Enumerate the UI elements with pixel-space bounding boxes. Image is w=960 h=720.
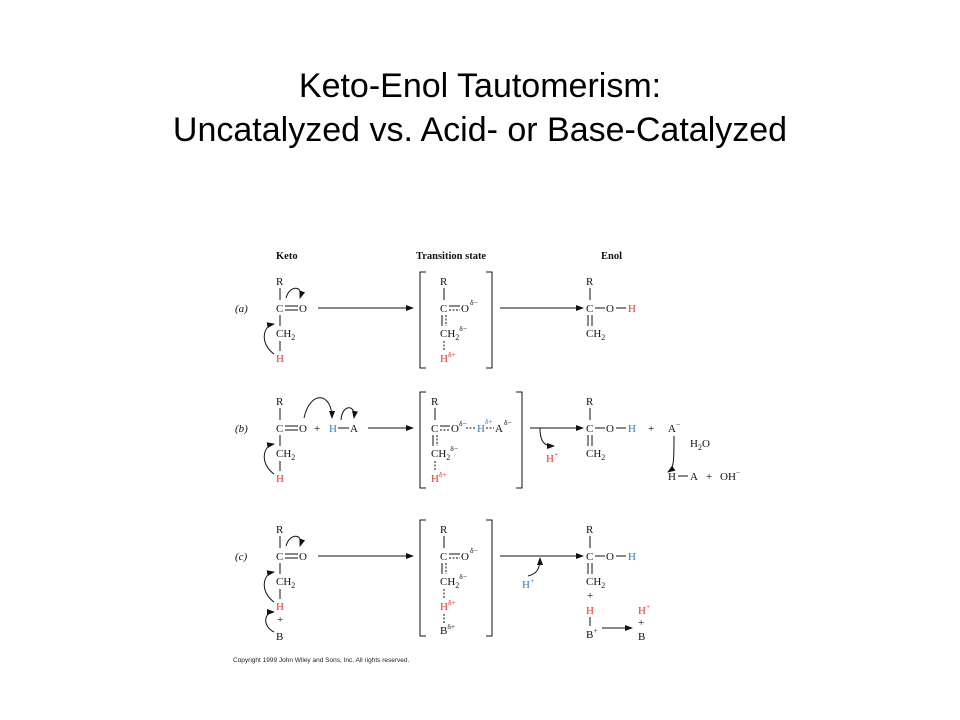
ts-c-h: Hδ+	[440, 598, 456, 613]
curved-arrow-a1	[285, 287, 306, 299]
plus-b1: +	[314, 423, 320, 435]
ts-a-c: C	[440, 303, 447, 315]
title-line-2: Uncatalyzed vs. Acid- or Base-Catalyzed	[172, 111, 788, 149]
curved-arrow-b-water	[667, 435, 676, 473]
copyright-notice: Copyright 1999 John Wiley and Sons, Inc.…	[233, 657, 410, 664]
enol-a-c: C	[586, 303, 593, 315]
ts-a-o: O	[461, 303, 469, 315]
enol-b-c: C	[586, 423, 593, 435]
regenerated-base: B	[638, 631, 645, 643]
ts-c-c: C	[440, 551, 447, 563]
ts-c-r: R	[440, 524, 448, 536]
plus-b2: +	[648, 423, 654, 435]
enol-c-r: R	[586, 524, 594, 536]
water-b: H2O	[690, 438, 710, 452]
keto-a-r: R	[276, 276, 284, 288]
ts-b-ch2: CH2δ−	[431, 444, 458, 462]
ts-a-ch2: CH2δ−	[440, 324, 467, 342]
keto-c-c: C	[276, 551, 283, 563]
keto-b-r: R	[276, 396, 284, 408]
keto-enol-mechanism-diagram: Keto Transition state Enol (a) R C O CH2…	[233, 251, 740, 664]
keto-c-r: R	[276, 524, 284, 536]
row-a-uncatalyzed: (a) R C O CH2 H R C O δ− CH2δ− Hδ+ R C	[235, 271, 636, 369]
ts-b-a: A	[495, 423, 503, 435]
enol-a-o: O	[606, 303, 614, 315]
row-label-a: (a)	[235, 303, 248, 315]
plus-b3: +	[706, 471, 712, 483]
enol-a-ch2: CH2	[586, 328, 605, 342]
row-label-b: (b)	[235, 423, 248, 435]
enol-a-h: H	[628, 303, 636, 315]
enol-c-o: O	[606, 551, 614, 563]
row-label-c: (c)	[235, 551, 248, 563]
enol-b-ch2: CH2	[586, 448, 605, 462]
keto-b-c: C	[276, 423, 283, 435]
ts-b-h-red: Hδ+	[431, 470, 447, 485]
keto-a-ch2: CH2	[276, 328, 295, 342]
curved-arrow-b3	[263, 442, 275, 475]
header-keto: Keto	[276, 251, 298, 262]
incoming-hplus-c: H+	[522, 576, 534, 591]
acid-b-a: A	[350, 423, 358, 435]
ts-c-o: O	[461, 551, 469, 563]
curved-arrow-b2	[340, 407, 358, 421]
anion-b: A−	[668, 420, 680, 435]
keto-a-c: C	[276, 303, 283, 315]
ts-a-o-delta-minus: δ−	[470, 298, 478, 307]
curved-arrow-c3	[265, 609, 275, 633]
keto-b-o: O	[299, 423, 307, 435]
released-hplus-b: H+	[546, 450, 558, 465]
ts-a-h: Hδ+	[440, 350, 456, 365]
ts-c-base: Bδ+	[440, 622, 455, 637]
keto-a-h: H	[276, 353, 284, 365]
ts-a-r: R	[440, 276, 448, 288]
regenerated-ha-h: H	[668, 471, 676, 483]
keto-c-o: O	[299, 551, 307, 563]
curved-arrow-c-hplus-in	[527, 557, 543, 577]
curved-arrow-b-hplus-out	[539, 427, 555, 449]
curved-arrow-c1	[285, 535, 306, 547]
keto-b-ch2: CH2	[276, 448, 295, 462]
enol-b-r: R	[586, 396, 594, 408]
plus-c2: +	[587, 590, 593, 602]
ts-b-h: H	[477, 423, 485, 435]
keto-c-h: H	[276, 601, 284, 613]
acid-b-h: H	[329, 423, 337, 435]
enol-c-h: H	[628, 551, 636, 563]
ts-b-c: C	[431, 423, 438, 435]
keto-b-h: H	[276, 473, 284, 485]
released-hplus-c: H+	[638, 602, 650, 617]
enol-b-o: O	[606, 423, 614, 435]
ts-c-o-delta-minus: δ−	[470, 546, 478, 555]
enol-c-c: C	[586, 551, 593, 563]
plus-c3: +	[638, 617, 644, 629]
title-line-1: Keto-Enol Tautomerism:	[298, 67, 662, 105]
ts-b-o-delta-minus: δ−	[459, 419, 467, 428]
enol-c-ch2: CH2	[586, 576, 605, 590]
enol-b-h: H	[628, 423, 636, 435]
header-enol: Enol	[601, 251, 622, 262]
protonated-base-h: H	[586, 605, 594, 617]
regenerated-ha-a: A	[690, 471, 698, 483]
keto-c-ch2: CH2	[276, 576, 295, 590]
ts-c-ch2: CH2δ−	[440, 572, 467, 590]
ts-b-h-delta-plus: δ+	[485, 417, 493, 426]
slide-title: Keto-Enol Tautomerism: Uncatalyzed vs. A…	[0, 64, 960, 152]
keto-a-o: O	[299, 303, 307, 315]
curved-arrow-b1	[303, 397, 335, 419]
enol-a-r: R	[586, 276, 594, 288]
row-b-acid-catalyzed: (b) R C O + H A CH2 H R C O δ− H δ+ A δ−	[235, 391, 740, 489]
ts-b-r: R	[431, 396, 439, 408]
hydroxide-b: OH−	[720, 468, 740, 483]
header-transition-state: Transition state	[416, 251, 486, 262]
curved-arrow-c2	[263, 570, 275, 603]
ts-b-o: O	[451, 423, 459, 435]
ts-b-a-delta-minus: δ−	[504, 418, 512, 427]
keto-c-base: B	[276, 631, 283, 643]
curved-arrow-a2	[263, 322, 275, 355]
protonated-base-b: B+	[586, 626, 598, 641]
plus-c1: +	[277, 614, 283, 626]
row-c-base-catalyzed: (c) R C O CH2 H + B R C O δ− CH2δ− Hδ+ B…	[235, 519, 650, 643]
